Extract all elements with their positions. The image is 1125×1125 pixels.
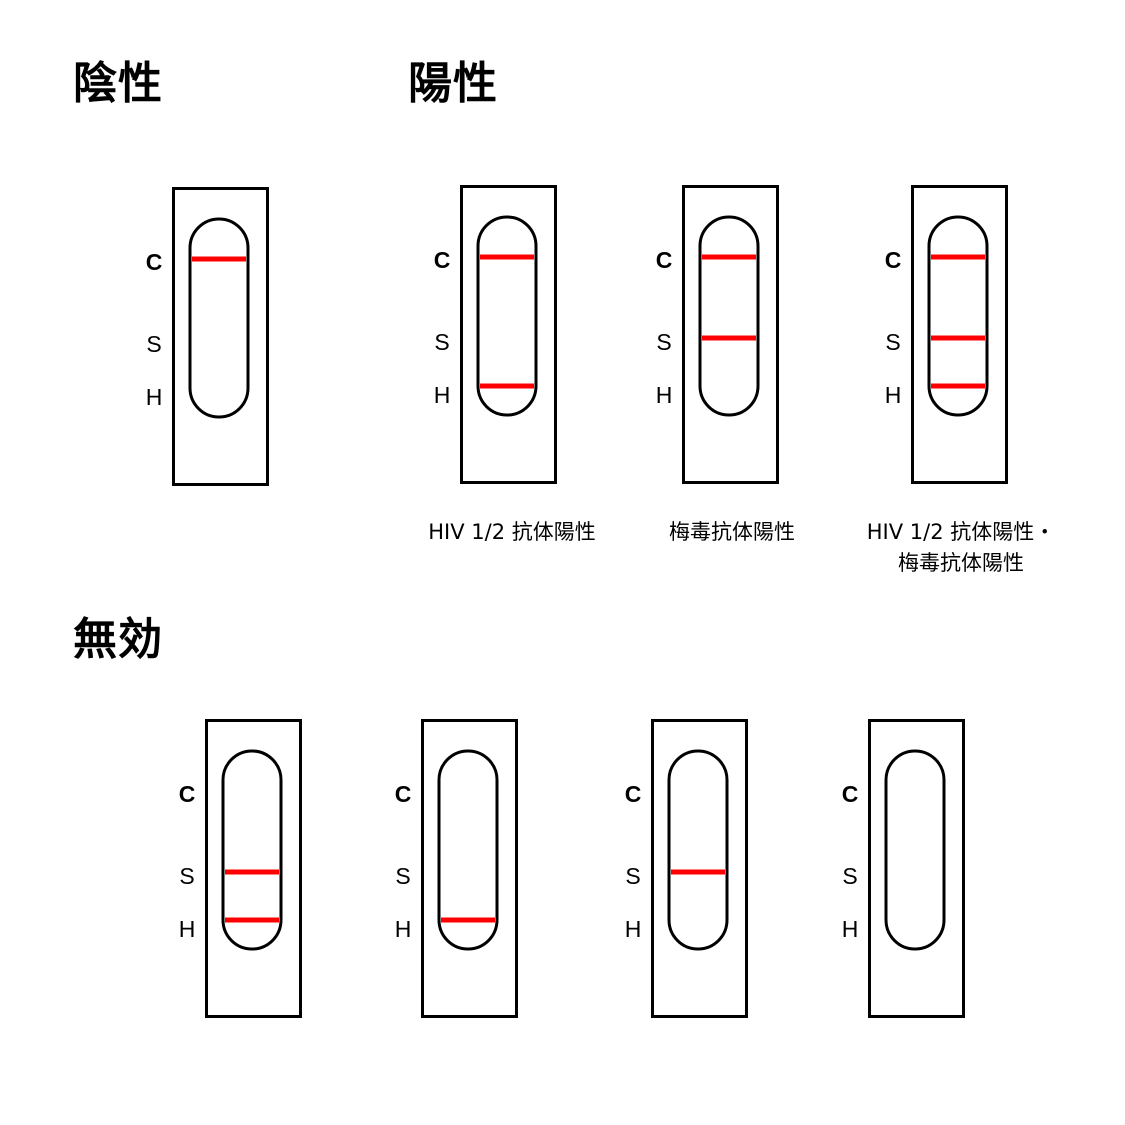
marker-label-s: S [842,863,858,889]
result-window [476,215,538,417]
marker-label-s: S [885,329,901,355]
result-caption-line: HIV 1/2 抗体陽性 [428,520,596,544]
test-strip [172,187,269,486]
marker-label-s: S [656,329,672,355]
marker-label-s: S [146,331,162,357]
test-strip [911,185,1008,484]
strip-window-graphic [884,749,946,951]
marker-label-h: H [884,382,902,408]
marker-label-h: H [178,916,196,942]
marker-label-c: C [178,781,196,807]
marker-label-h: H [433,382,451,408]
result-window [221,749,283,951]
marker-label-c: C [624,781,642,807]
strip-window-graphic [667,749,729,951]
marker-label-c: C [145,249,163,275]
result-window [927,215,989,417]
test-strip [205,719,302,1018]
heading-negative: 陰性 [73,58,163,109]
marker-label-s: S [625,863,641,889]
result-window [884,749,946,951]
marker-label-c: C [841,781,859,807]
marker-label-c: C [655,247,673,273]
test-strip [460,185,557,484]
marker-label-h: H [655,382,673,408]
marker-label-s: S [395,863,411,889]
test-strip [651,719,748,1018]
result-window [667,749,729,951]
result-caption: HIV 1/2 抗体陽性・梅毒抗体陽性 [867,517,1056,579]
marker-label-h: H [145,384,163,410]
heading-invalid: 無効 [73,614,163,665]
result-caption-line: HIV 1/2 抗体陽性・ [866,520,1056,544]
strip-window-graphic [927,215,989,417]
marker-label-s: S [434,329,450,355]
test-strip [421,719,518,1018]
marker-label-h: H [394,916,412,942]
test-strip [868,719,965,1018]
marker-label-c: C [394,781,412,807]
result-caption-line: 梅毒抗体陽性 [669,520,795,544]
result-caption: 梅毒抗体陽性 [669,517,795,548]
result-window [698,215,760,417]
marker-label-s: S [179,863,195,889]
marker-label-h: H [841,916,859,942]
strip-window-graphic [437,749,499,951]
marker-label-c: C [433,247,451,273]
strip-window-graphic [221,749,283,951]
strip-window-graphic [698,215,760,417]
result-window [188,217,250,419]
heading-positive: 陽性 [408,58,498,109]
marker-label-c: C [884,247,902,273]
result-caption: HIV 1/2 抗体陽性 [428,517,596,548]
strip-window-graphic [188,217,250,419]
marker-label-h: H [624,916,642,942]
strip-window-graphic [476,215,538,417]
result-window [437,749,499,951]
test-strip [682,185,779,484]
result-caption-line: 梅毒抗体陽性 [898,551,1024,575]
